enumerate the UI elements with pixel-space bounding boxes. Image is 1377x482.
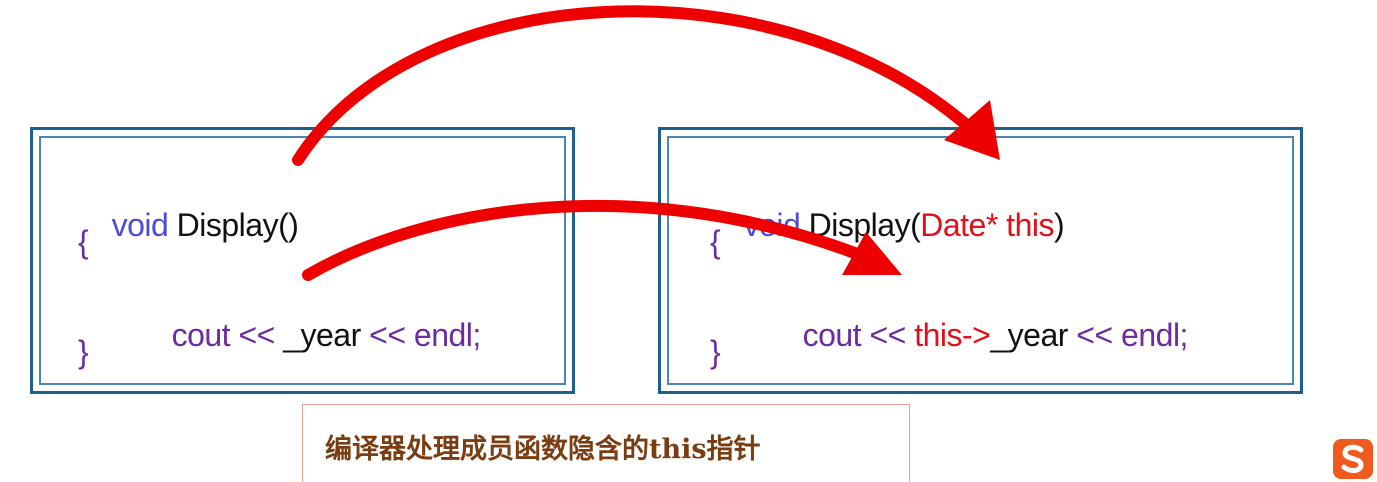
stream-operator: << [1067, 317, 1122, 353]
original-code-box: void Display() { cout << _year << endl; … [30, 127, 575, 394]
close-paren: ) [1053, 207, 1065, 243]
member-variable: _year [283, 317, 361, 353]
this-pointer-access: this-> [914, 317, 991, 353]
code-line-4: } [710, 334, 721, 370]
code-line-2: { [78, 224, 89, 260]
sogou-logo-icon [1333, 439, 1373, 479]
caption-box: 编译器处理成员函数隐含的this指针 [302, 404, 910, 482]
arrowhead-icon [944, 100, 1000, 160]
code-line-1: void Display() [78, 168, 299, 282]
cout-token: cout [802, 317, 862, 353]
stream-operator: << [360, 317, 414, 353]
arrowhead-icon [842, 232, 902, 275]
member-variable: _year [990, 317, 1068, 353]
cout-token: cout [171, 317, 231, 353]
stream-operator: << [861, 317, 915, 353]
endl-token: endl; [1121, 317, 1188, 353]
code-box-inner-frame [39, 136, 566, 385]
arrow-display-to-this-param [292, 5, 991, 166]
function-signature: Display() [168, 207, 299, 243]
code-line-4: } [78, 334, 89, 370]
code-line-2: { [710, 224, 721, 260]
code-line-3: cout << this->_year << endl; [769, 278, 1189, 392]
caption-text: 编译器处理成员函数隐含的this指针 [325, 434, 761, 465]
keyword-void: void [111, 207, 169, 243]
endl-token: endl; [413, 317, 481, 353]
arrow-year-to-this-access [302, 199, 884, 281]
this-parameter: Date* this [920, 207, 1054, 243]
stream-operator: << [230, 317, 284, 353]
code-line-3: cout << _year << endl; [138, 278, 482, 392]
